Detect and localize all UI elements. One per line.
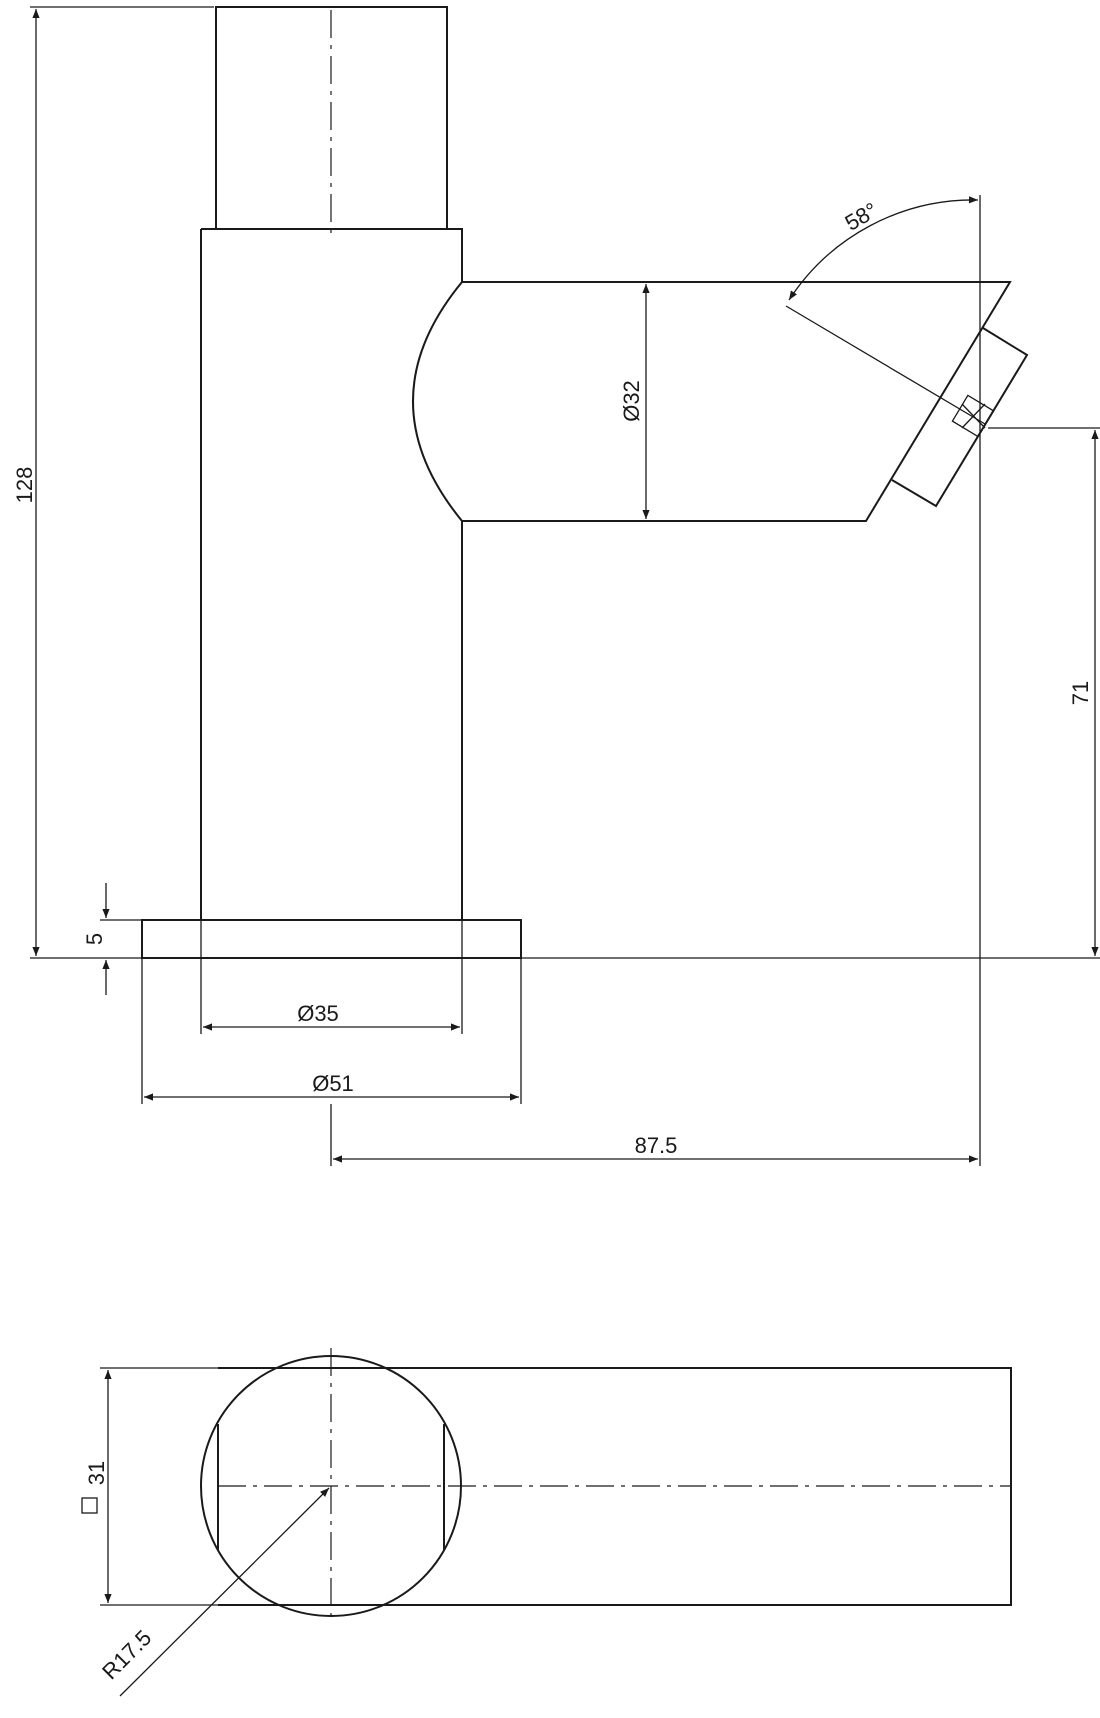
spout-diameter-label: Ø32 (619, 380, 644, 422)
square-size-label: 31 (84, 1461, 109, 1485)
dimension-body-diameter: Ø35 (200, 920, 463, 1034)
dimension-spout-projection: 87.5 (330, 195, 981, 1166)
side-elevation-view (141, 6, 1029, 959)
body-diameter-label: Ø35 (297, 1001, 339, 1026)
spout (412, 281, 1012, 522)
dimension-spout-diameter: Ø32 (619, 284, 650, 519)
aerator-outlet (891, 327, 1029, 508)
dimension-overall-height: 128 (12, 6, 214, 956)
radius-label: R17.5 (97, 1625, 156, 1684)
spout-projection-label: 87.5 (635, 1133, 678, 1158)
base-thickness-label: 5 (82, 933, 107, 945)
overall-height-label: 128 (12, 467, 37, 504)
dimension-outlet-angle: 58° (785, 196, 986, 425)
outlet-height-label: 71 (1068, 681, 1093, 705)
dimension-base-diameter: Ø51 (141, 958, 522, 1104)
outlet-angle-label: 58° (841, 197, 882, 235)
dimension-base-thickness: 5 (82, 883, 142, 995)
base-diameter-label: Ø51 (312, 1071, 354, 1096)
base-plate (141, 919, 522, 959)
square-symbol-icon (81, 1497, 98, 1514)
tap-body (200, 228, 463, 920)
dimension-square-size: 31 (81, 1367, 218, 1606)
dimension-radius: R17.5 (97, 1487, 330, 1697)
dimension-outlet-height: 71 (988, 427, 1100, 956)
plan-view (200, 1348, 1012, 1617)
